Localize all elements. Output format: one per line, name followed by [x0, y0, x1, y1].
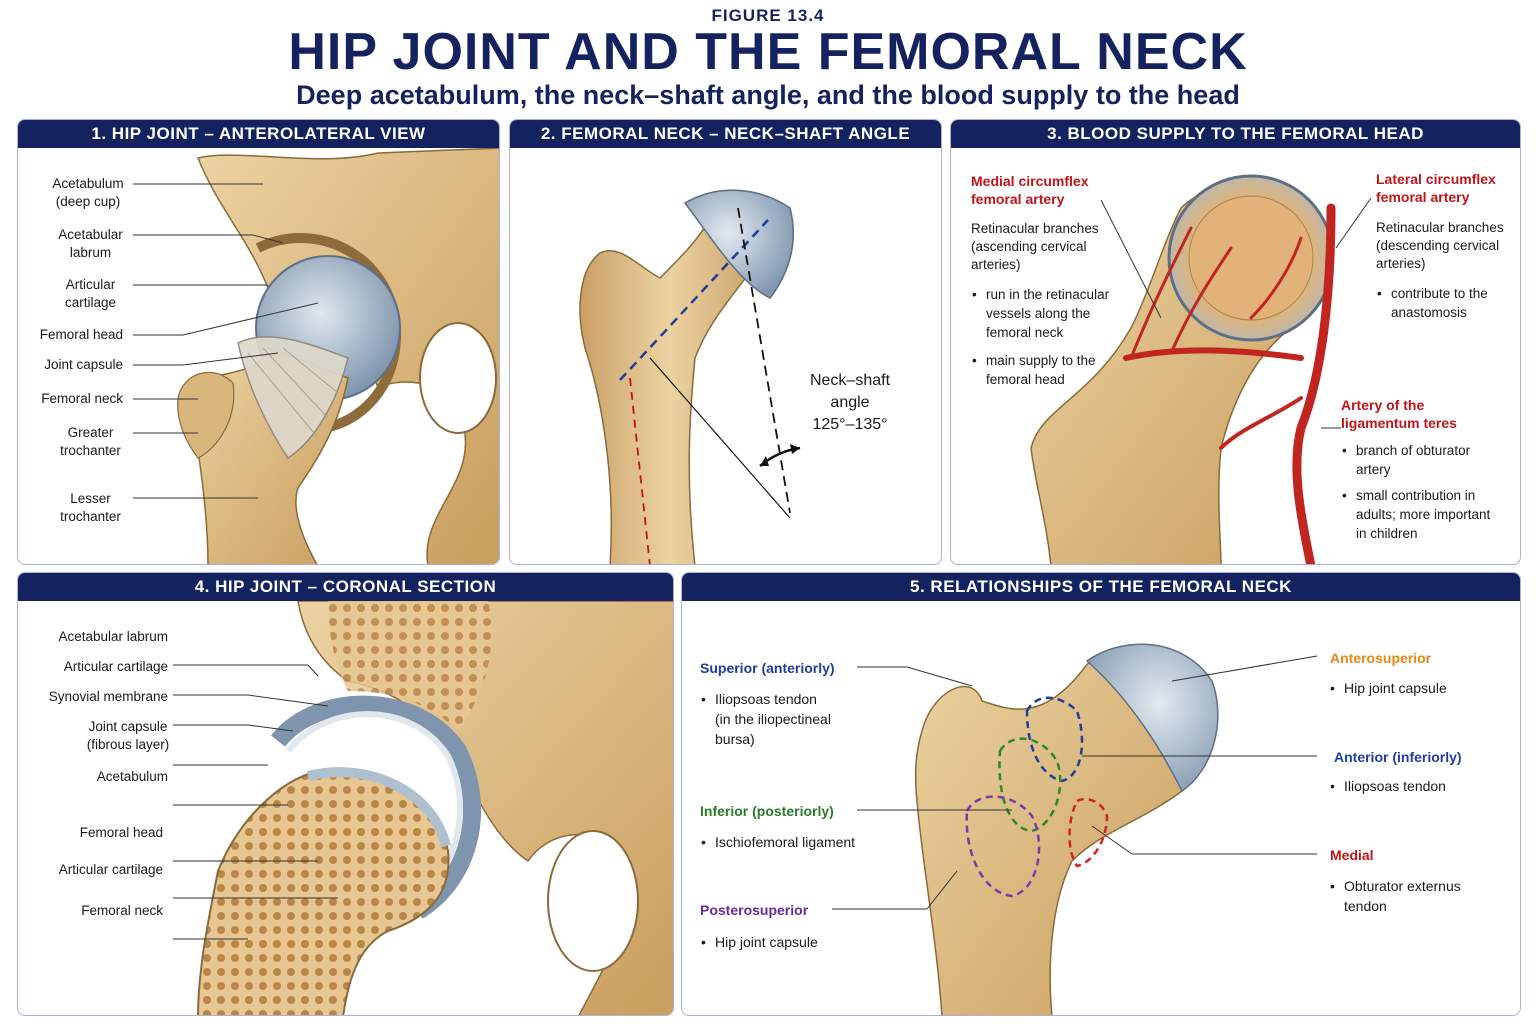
label-posterosuperior: Posterosuperior	[700, 902, 809, 918]
figure-number: FIGURE 13.4	[711, 6, 825, 25]
posterosuperior-bullet: Hip joint capsule	[701, 933, 885, 952]
label-lesser-trochanter: Lesser trochanter	[60, 491, 121, 524]
medial-circumflex-description: Retinacular branches (ascending cervical…	[971, 221, 1099, 272]
panel-neck-shaft-angle: 2. FEMORAL NECK – NECK–SHAFT ANGLE Neck–…	[509, 119, 942, 565]
superior-bullet: Iliopsoas tendon (in the iliopectineal b…	[701, 689, 875, 749]
label-articular-cartilage-acetabulum: Articular cartilage	[63, 659, 168, 674]
ligamentum-teres-bullet-1: branch of obturator artery	[1342, 441, 1506, 479]
label-femoral-head: Femoral head	[39, 327, 123, 342]
label-anterosuperior: Anterosuperior	[1330, 650, 1432, 666]
medial-bullet: Obturator externus tendon	[1330, 876, 1504, 916]
label-joint-capsule: Joint capsule	[44, 357, 123, 372]
label-lateral-circumflex: Lateral circumflex femoral artery	[1376, 171, 1496, 205]
page-subtitle: Deep acetabulum, the neck–shaft angle, a…	[296, 80, 1240, 110]
panel-header: 3. BLOOD SUPPLY TO THE FEMORAL HEAD	[951, 120, 1520, 148]
inferior-bullet: Ischiofemoral ligament	[701, 833, 885, 852]
panel-header: 4. HIP JOINT – CORONAL SECTION	[18, 573, 673, 601]
panel-header: 5. RELATIONSHIPS OF THE FEMORAL NECK	[682, 573, 1520, 601]
label-synovial-membrane: Synovial membrane	[48, 689, 168, 704]
medial-bullet-2: main supply to the femoral head	[972, 351, 1136, 389]
label-inferior: Inferior (posteriorly)	[700, 803, 834, 819]
neck-shaft-angle-label: Neck–shaft angle 125°–135°	[809, 372, 891, 433]
blood-supply-illustration	[1030, 174, 1372, 564]
label-superior: Superior (anteriorly)	[700, 660, 835, 676]
lateral-circumflex-description: Retinacular branches (descending cervica…	[1376, 220, 1504, 271]
anterior-bullet: Iliopsoas tendon	[1330, 777, 1504, 796]
label-anterior: Anterior (inferiorly)	[1334, 749, 1462, 765]
label-articular-cartilage: Articular cartilage	[64, 277, 117, 310]
label-articular-cartilage-head: Articular cartilage	[58, 862, 163, 877]
label-greater-trochanter: Greater trochanter	[60, 425, 121, 458]
label-joint-capsule: Joint capsule (fibrous layer)	[86, 719, 170, 752]
panel-header: 1. HIP JOINT – ANTEROLATERAL VIEW	[18, 120, 499, 148]
coronal-section-illustration	[173, 601, 673, 1015]
panel-anterolateral-view: 1. HIP JOINT – ANTEROLATERAL VIEW	[17, 119, 500, 565]
label-acetabulum: Acetabulum	[96, 769, 168, 784]
panel-blood-supply: 3. BLOOD SUPPLY TO THE FEMORAL HEAD Medi…	[950, 119, 1521, 565]
anterosuperior-bullet: Hip joint capsule	[1330, 679, 1504, 698]
hip-anterolateral-illustration	[133, 148, 499, 564]
label-medial: Medial	[1330, 847, 1374, 863]
label-femoral-neck: Femoral neck	[81, 903, 163, 918]
label-femoral-head: Femoral head	[79, 825, 163, 840]
label-femoral-neck: Femoral neck	[41, 391, 123, 406]
panel-relationships: 5. RELATIONSHIPS OF THE FEMORAL NECK Sup…	[681, 572, 1521, 1016]
femoral-neck-relationships-illustration	[832, 643, 1318, 1015]
lateral-bullet-1: contribute to the anastomosis	[1377, 284, 1516, 322]
label-medial-circumflex: Medial circumflex femoral artery	[971, 173, 1089, 207]
panel-header: 2. FEMORAL NECK – NECK–SHAFT ANGLE	[510, 120, 941, 148]
label-artery-ligamentum-teres: Artery of the ligamentum teres	[1341, 397, 1457, 431]
label-acetabulum: Acetabulum (deep cup)	[52, 176, 124, 209]
label-acetabular-labrum: Acetabular labrum	[58, 629, 168, 644]
panel-coronal-section: 4. HIP JOINT – CORONAL SECTION	[17, 572, 674, 1016]
femur-angle-illustration	[579, 189, 801, 564]
ligamentum-teres-bullet-2: small contribution in adults; more impor…	[1342, 486, 1516, 543]
label-acetabular-labrum: Acetabular labrum	[58, 227, 123, 260]
page-title: HIP JOINT AND THE FEMORAL NECK	[288, 23, 1248, 81]
medial-bullet-1: run in the retinacular vessels along the…	[972, 285, 1136, 342]
